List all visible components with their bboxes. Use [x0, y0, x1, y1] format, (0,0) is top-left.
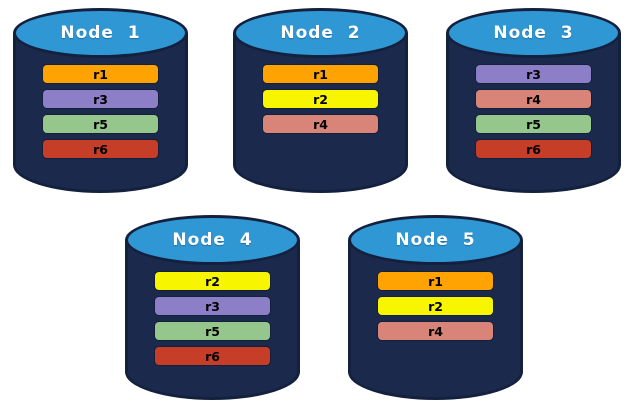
- replica-bar: r3: [155, 297, 270, 315]
- replica-bar: r3: [43, 90, 158, 108]
- replica-bar: r6: [43, 140, 158, 158]
- node-1-cylinder: Node 1 r1 r3 r5 r6: [13, 8, 188, 193]
- replica-bar: r5: [155, 322, 270, 340]
- replica-bar: r2: [155, 272, 270, 290]
- node-3-cylinder-body: [446, 33, 621, 193]
- replica-bar: r1: [43, 65, 158, 83]
- node-4-cylinder-top-ellipse: Node 4: [125, 215, 300, 265]
- replica-bar: r2: [263, 90, 378, 108]
- replica-bar: r6: [476, 140, 591, 158]
- node-3-label: Node 3: [493, 23, 574, 43]
- node-5-replica-list: r1 r2 r4: [378, 272, 493, 340]
- node-1-label: Node 1: [60, 23, 141, 43]
- node-5-cylinder: Node 5 r1 r2 r4: [348, 215, 523, 400]
- replica-bar: r1: [378, 272, 493, 290]
- node-3-cylinder: Node 3 r3 r4 r5 r6: [446, 8, 621, 193]
- replica-bar: r2: [378, 297, 493, 315]
- node-2-label: Node 2: [280, 23, 361, 43]
- node-5-cylinder-top-ellipse: Node 5: [348, 215, 523, 265]
- replica-bar: r4: [378, 322, 493, 340]
- replica-bar: r5: [43, 115, 158, 133]
- node-2-replica-list: r1 r2 r4: [263, 65, 378, 133]
- replica-bar: r3: [476, 65, 591, 83]
- node-2-cylinder-top-ellipse: Node 2: [233, 8, 408, 58]
- replica-bar: r5: [476, 115, 591, 133]
- replica-bar: r4: [476, 90, 591, 108]
- node-4-cylinder-body: [125, 240, 300, 400]
- node-3-cylinder-top-ellipse: Node 3: [446, 8, 621, 58]
- replica-bar: r6: [155, 347, 270, 365]
- node-4-label: Node 4: [172, 230, 253, 250]
- node-5-label: Node 5: [395, 230, 476, 250]
- node-5-cylinder-body: [348, 240, 523, 400]
- node-3-replica-list: r3 r4 r5 r6: [476, 65, 591, 158]
- node-1-cylinder-body: [13, 33, 188, 193]
- node-1-replica-list: r1 r3 r5 r6: [43, 65, 158, 158]
- replica-bar: r1: [263, 65, 378, 83]
- node-4-replica-list: r2 r3 r5 r6: [155, 272, 270, 365]
- node-2-cylinder-body: [233, 33, 408, 193]
- replica-bar: r4: [263, 115, 378, 133]
- node-1-cylinder-top-ellipse: Node 1: [13, 8, 188, 58]
- node-2-cylinder: Node 2 r1 r2 r4: [233, 8, 408, 193]
- node-4-cylinder: Node 4 r2 r3 r5 r6: [125, 215, 300, 400]
